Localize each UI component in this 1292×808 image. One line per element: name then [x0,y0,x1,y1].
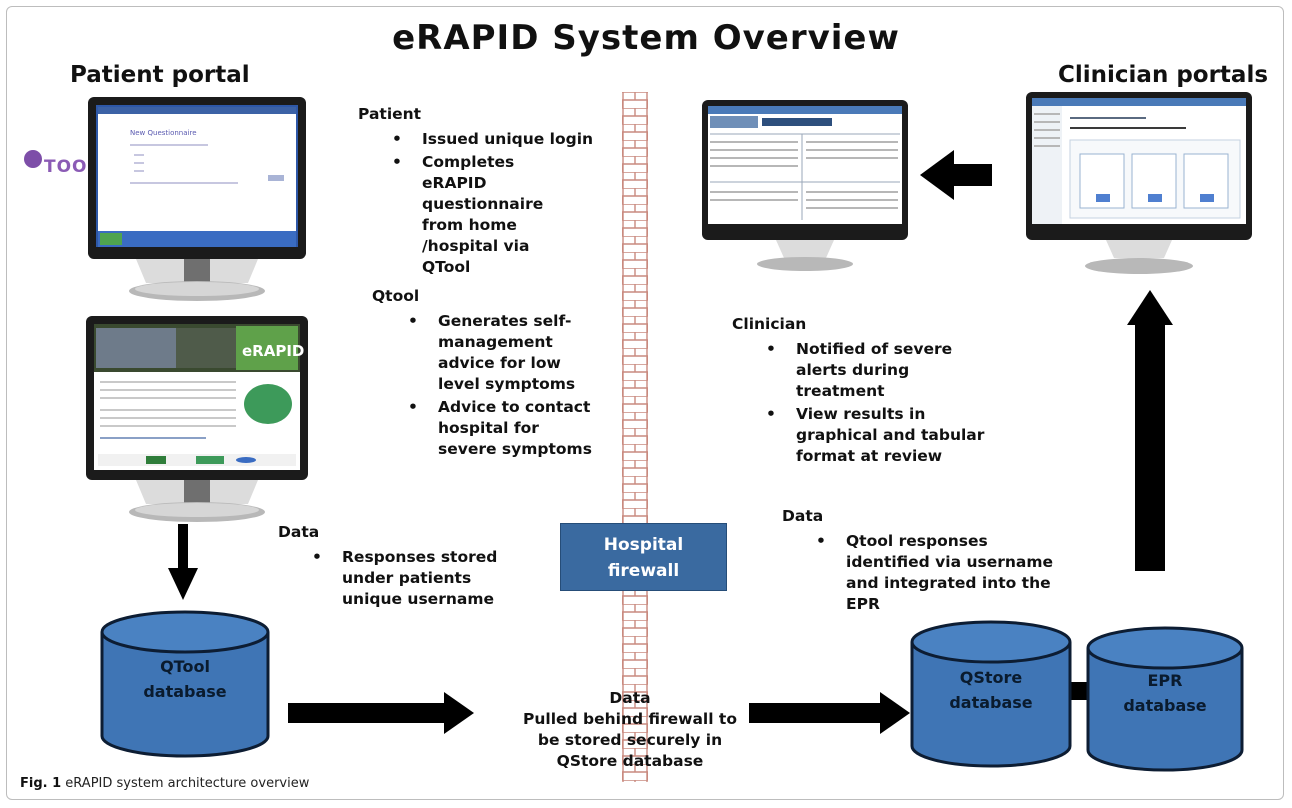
questionnaire-title: New Questionnaire [130,129,197,137]
figure-caption: Fig. 1 eRAPID system architecture overvi… [20,776,310,791]
patient-heading: Patient [358,105,422,123]
clinician-item: Notified of severe alerts during treatme… [766,339,986,402]
clinician-portals-heading: Clinician portals [1058,62,1269,88]
patient-portal-heading: Patient portal [70,62,250,88]
qtool-block: Qtool Generates self-management advice f… [372,286,622,462]
qtool-logo: TOOL [24,146,99,179]
qstore-database-cylinder [910,620,1072,768]
qtool-heading: Qtool [372,287,420,305]
arrow-right-to-qstore-db [749,692,910,734]
qtool-logo-icon [24,150,42,168]
data-right-item: Qtool responses identified via username … [816,531,1066,615]
qtool-item: Advice to contact hospital for severe sy… [408,397,600,460]
patient-block: Patient Issued unique login Completes eR… [358,104,608,280]
figure-frame [6,6,1284,800]
arrow-left-between-monitors [920,150,992,200]
qtool-item: Generates self-management advice for low… [408,311,600,395]
arrow-up-to-clinician-portal [1127,290,1173,571]
patient-item: Issued unique login [392,129,608,150]
db-connector [1066,682,1092,700]
data-left-heading: Data [278,523,320,541]
brick-wall [622,92,648,782]
data-left-item: Responses stored under patients unique u… [312,547,502,610]
clinician-item: View results in graphical and tabular fo… [766,404,996,467]
clinician-monitor-graphs [1026,92,1252,274]
clinician-monitor-epr [702,100,908,271]
clinician-block: Clinician Notified of severe alerts duri… [732,314,1032,469]
patient-monitor-qtool: New Questionnaire [88,97,306,301]
arrow-right-to-center [288,692,474,734]
data-center-heading: Data [609,689,651,707]
epr-database-cylinder [1086,626,1244,772]
data-left-block: Data Responses stored under patients uni… [278,522,538,612]
qtool-database-cylinder [100,610,270,758]
clinician-heading: Clinician [732,315,807,333]
arrow-down-to-qtool-db [168,524,198,600]
data-right-block: Data Qtool responses identified via user… [782,506,1082,617]
data-center-block: Data Pulled behind firewall to be stored… [480,688,780,772]
data-right-heading: Data [782,507,824,525]
patient-monitor-erapid: eRAPID [86,316,308,522]
data-center-text: Pulled behind firewall to be stored secu… [522,710,737,770]
erapid-banner: eRAPID [242,342,304,360]
patient-item: Completes eRAPID questionnaire from home… [392,152,582,278]
diagram-title: eRAPID System Overview [392,18,900,58]
